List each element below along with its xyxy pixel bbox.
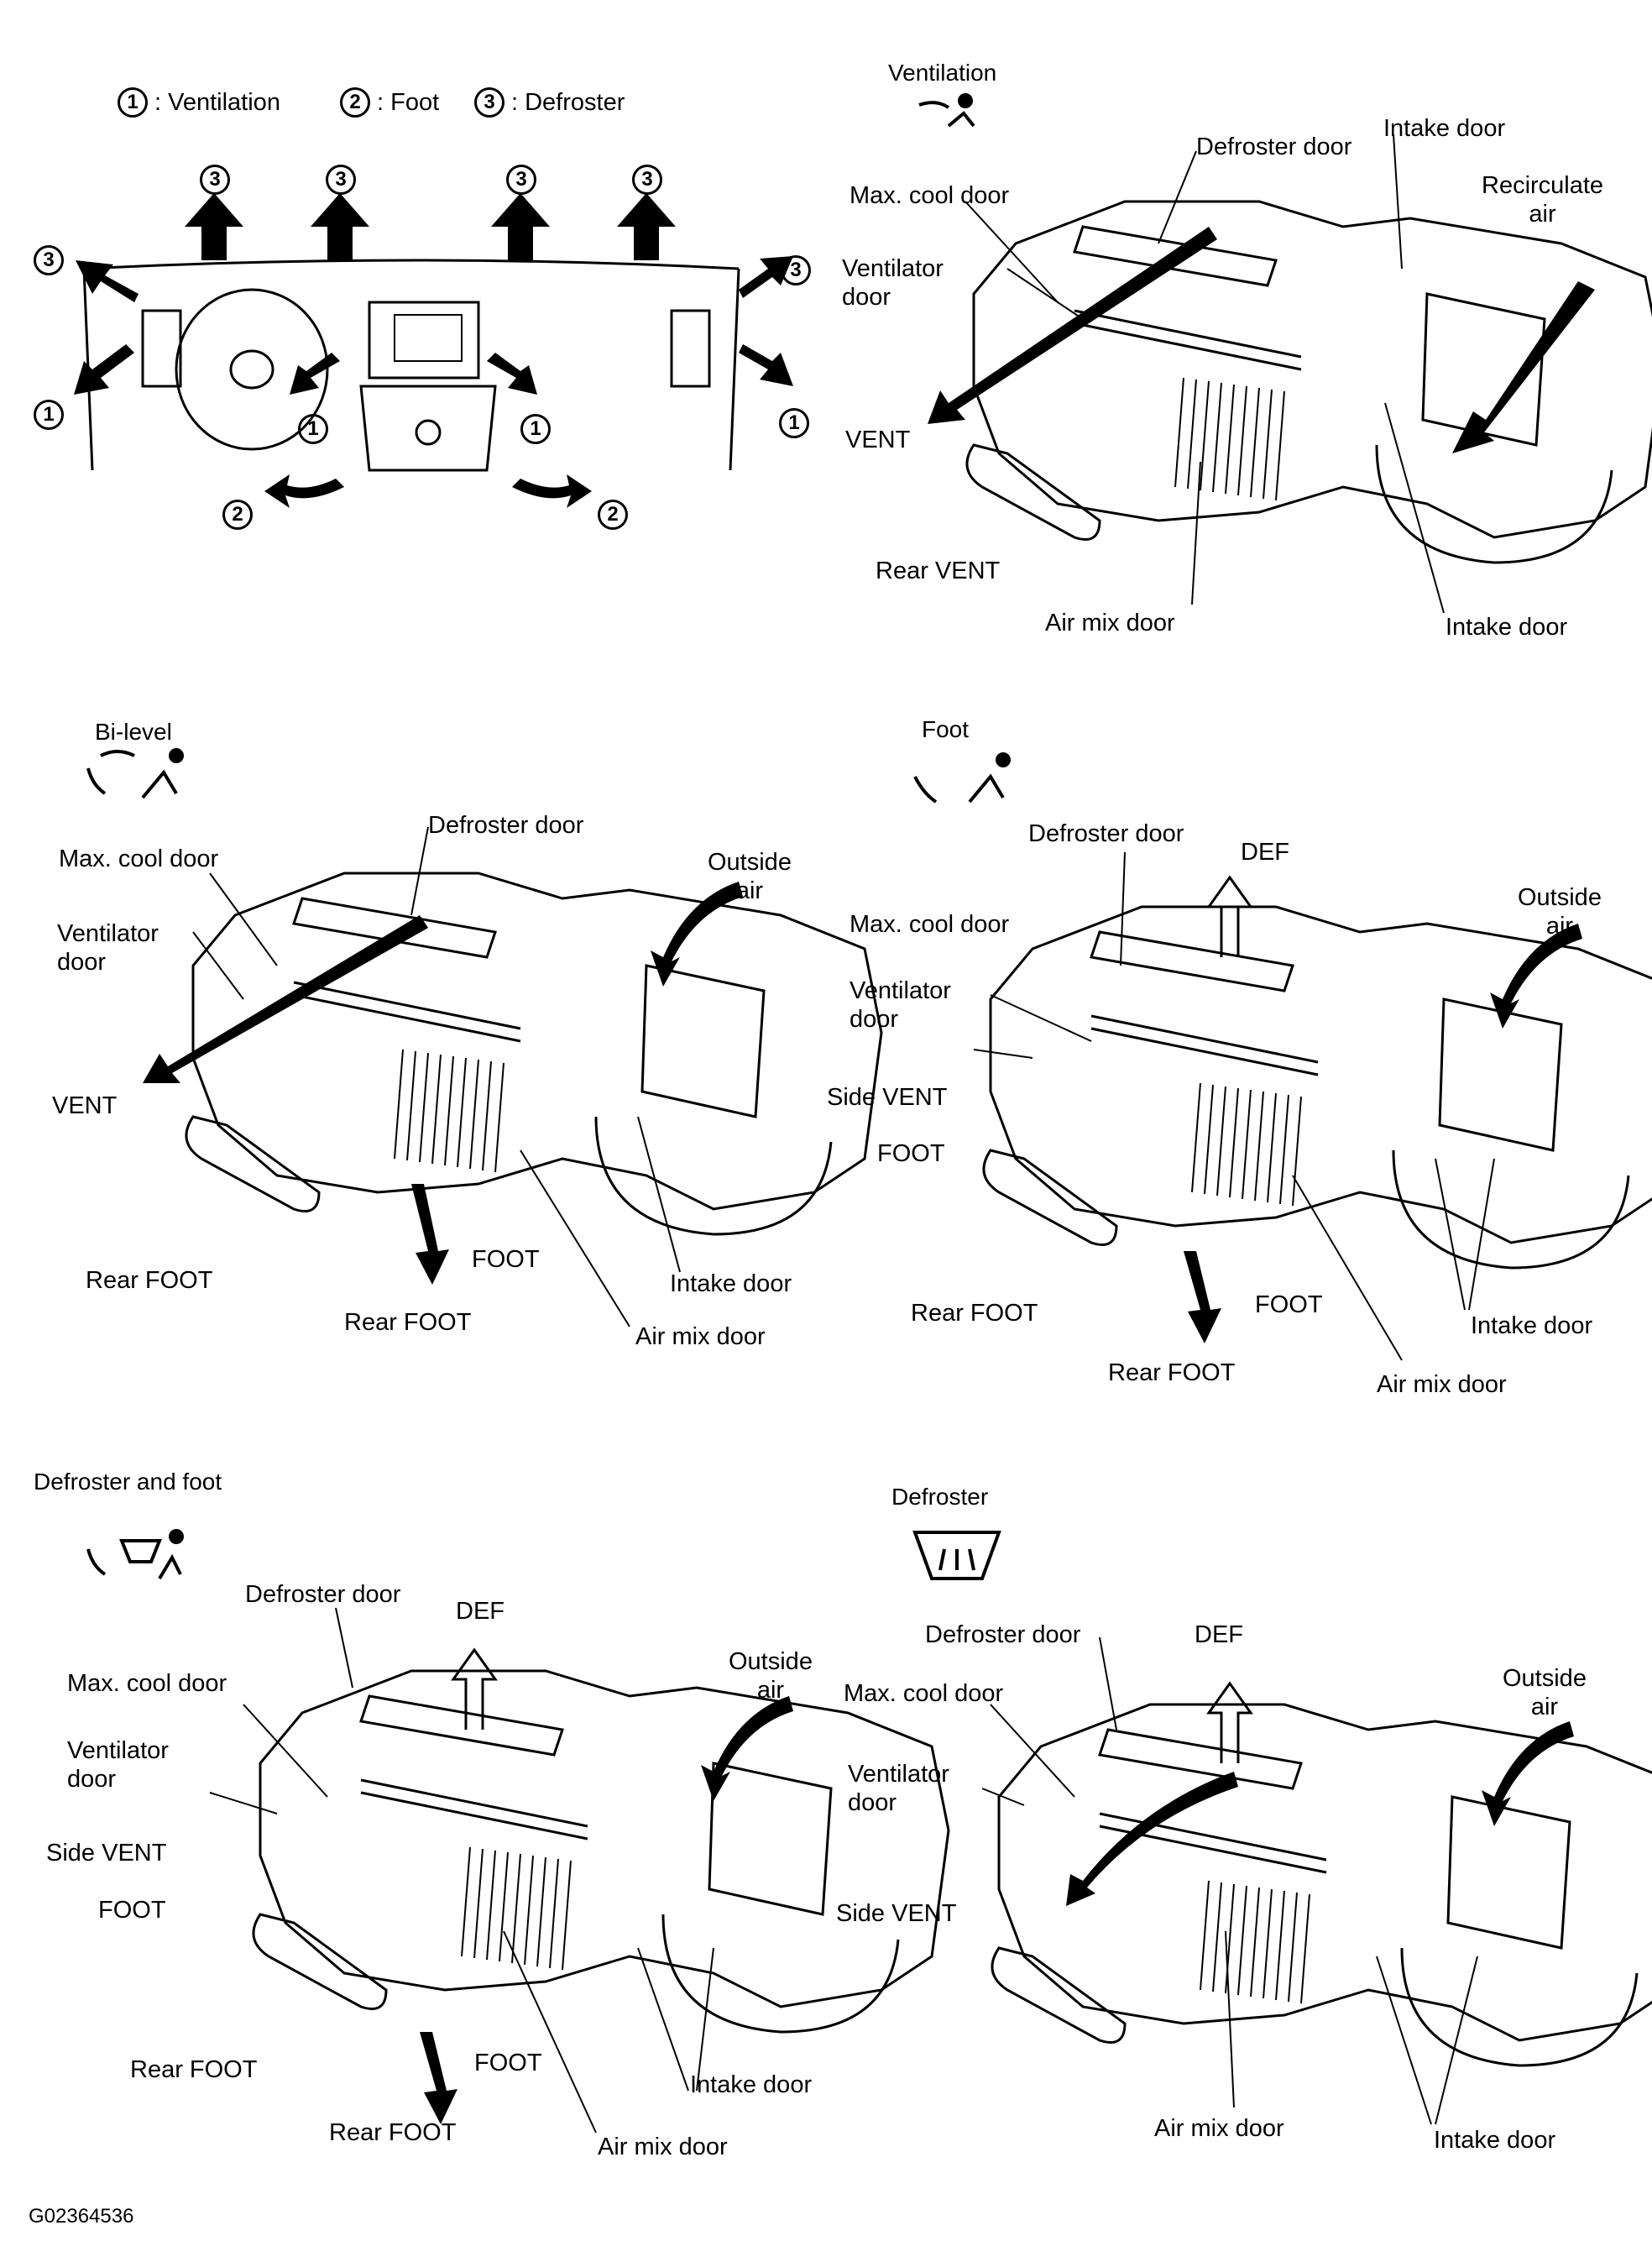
label-foot: FOOT — [877, 1140, 945, 1167]
dash-mark-1: 1 — [34, 400, 64, 430]
label-intake-door: Intake door — [690, 2071, 813, 2098]
label-air-mix-door: Air mix door — [598, 2134, 728, 2160]
label-side-vent: Side VENT — [46, 1840, 167, 1867]
label-intake-door: Intake door — [1434, 2127, 1556, 2154]
label-rear-foot: Rear FOOT — [329, 2119, 457, 2146]
label-def: DEF — [456, 1598, 504, 1625]
label-foot: FOOT — [472, 1246, 540, 1273]
panel-title-defroster: Defroster — [891, 1484, 989, 1510]
label-rear-vent: Rear VENT — [876, 558, 1001, 584]
dash-mark-3: 3 — [200, 165, 230, 195]
legend-text-ventilation: : Ventilation — [154, 89, 280, 116]
label-rear-foot: Rear FOOT — [344, 1309, 472, 1336]
label-defroster-door: Defroster door — [245, 1581, 401, 1608]
panel-title-ventilation: Ventilation — [888, 60, 997, 86]
label-max-cool-door: Max. cool door — [844, 1680, 1004, 1707]
panel-title-bilevel: Bi-level — [95, 719, 172, 745]
label-rear-foot: Rear FOOT — [86, 1267, 213, 1294]
label-ventilator-door: Ventilator door — [57, 920, 159, 976]
legend-text-foot: : Foot — [377, 89, 440, 116]
label-max-cool-door: Max. cool door — [59, 846, 219, 872]
dash-mark-1: 1 — [298, 414, 328, 444]
label-outside-air: Outside air — [729, 1648, 813, 1704]
legend-number-1: 1 — [118, 87, 148, 118]
panel-title-defroster-and-foot: Defroster and foot — [34, 1469, 222, 1495]
label-defroster-door: Defroster door — [1028, 820, 1184, 847]
dash-mark-3: 3 — [326, 165, 356, 195]
label-ventilator-door: Ventilator door — [842, 255, 944, 311]
dash-mark-3: 3 — [632, 165, 662, 195]
label-max-cool-door: Max. cool door — [67, 1670, 227, 1697]
label-intake-door: Intake door — [1471, 1312, 1593, 1339]
legend-number-3: 3 — [474, 87, 504, 118]
label-air-mix-door: Air mix door — [1154, 2115, 1284, 2142]
label-rear-foot: Rear FOOT — [911, 1300, 1038, 1327]
label-foot: FOOT — [1255, 1291, 1323, 1318]
label-defroster-door: Defroster door — [428, 812, 584, 839]
dashboard-illustration — [74, 193, 793, 508]
label-intake-door: Intake door — [1446, 614, 1568, 641]
dash-mark-1: 1 — [779, 408, 809, 438]
dash-mark-2: 2 — [598, 500, 628, 530]
legend-defroster: 3 : Defroster — [474, 86, 625, 119]
label-intake-door: Intake door — [1383, 115, 1506, 142]
label-defroster-door: Defroster door — [1196, 134, 1352, 160]
label-side-vent: Side VENT — [836, 1900, 957, 1927]
legend-number-2: 2 — [340, 87, 370, 118]
dash-mark-3: 3 — [781, 255, 811, 285]
dash-mark-3: 3 — [34, 245, 64, 275]
legend-ventilation: 1 : Ventilation — [118, 86, 280, 119]
label-foot: FOOT — [474, 2050, 542, 2076]
label-air-mix-door: Air mix door — [635, 1323, 766, 1350]
label-intake-door: Intake door — [670, 1270, 792, 1297]
label-rear-foot: Rear FOOT — [1108, 1359, 1236, 1386]
label-defroster-door: Defroster door — [925, 1621, 1081, 1648]
label-vent: VENT — [52, 1092, 118, 1119]
label-ventilator-door: Ventilator door — [848, 1761, 949, 1816]
label-outside-air: Outside air — [708, 849, 792, 904]
label-def: DEF — [1195, 1621, 1243, 1648]
label-ventilator-door: Ventilator door — [850, 977, 951, 1033]
legend-foot: 2 : Foot — [340, 86, 439, 119]
label-side-vent: Side VENT — [827, 1084, 948, 1111]
label-def: DEF — [1241, 839, 1289, 866]
label-max-cool-door: Max. cool door — [850, 182, 1010, 209]
panel-title-foot: Foot — [922, 716, 970, 742]
label-ventilator-door: Ventilator door — [67, 1737, 169, 1793]
figure-id: G02364536 — [29, 2205, 134, 2228]
label-outside-air: Outside air — [1503, 1665, 1587, 1720]
label-rear-foot: Rear FOOT — [130, 2056, 258, 2083]
label-vent: VENT — [845, 427, 911, 453]
label-air-mix-door: Air mix door — [1045, 610, 1175, 636]
dash-mark-2: 2 — [222, 500, 253, 530]
label-foot: FOOT — [98, 1897, 166, 1924]
label-air-mix-door: Air mix door — [1377, 1371, 1507, 1398]
label-outside-air: Outside air — [1518, 884, 1602, 940]
legend-text-defroster: : Defroster — [511, 89, 625, 116]
label-recirculate-air: Recirculate air — [1482, 172, 1604, 228]
dash-mark-3: 3 — [506, 165, 536, 195]
label-max-cool-door: Max. cool door — [850, 911, 1010, 938]
dash-mark-1: 1 — [520, 414, 551, 444]
